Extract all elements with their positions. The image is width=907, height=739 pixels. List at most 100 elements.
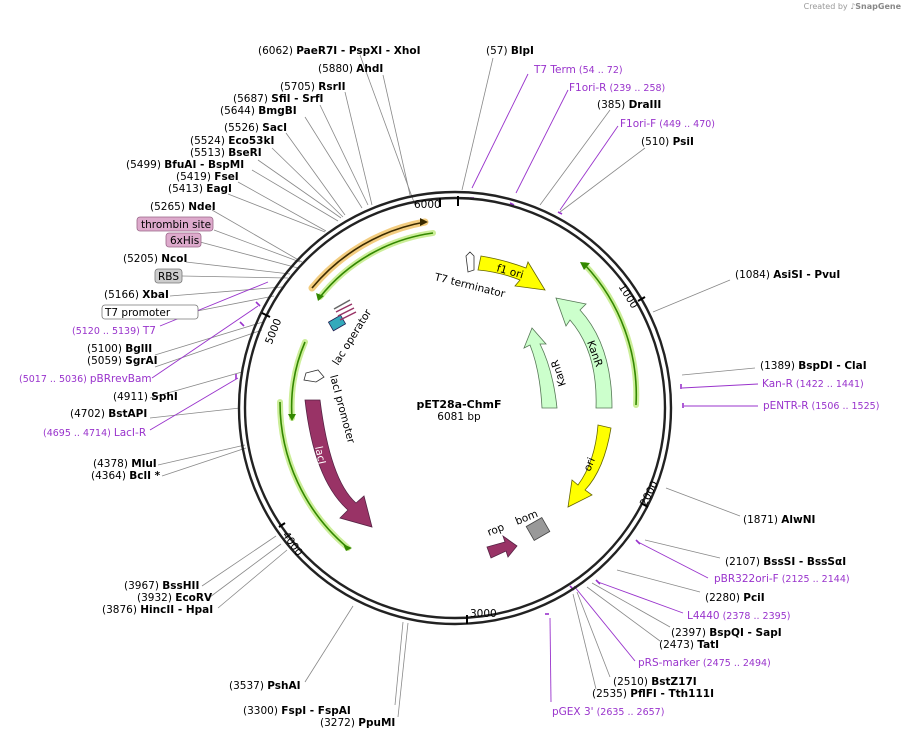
primer-8: pBR322ori-F (2125 .. 2144): [714, 573, 850, 585]
site-12: (5419) FseI: [176, 171, 239, 183]
restriction-site-labels: (6062) PaeR7I - PspXI - XhoI(57) BlpI(58…: [70, 45, 867, 729]
primer-range: (1506 .. 1525): [809, 401, 880, 412]
primer-leader-pbr322ori-f: [637, 541, 709, 579]
site-33: (2510) BstZ17I: [613, 676, 697, 688]
leader-bsshii: [201, 535, 277, 587]
primer-range: (2635 .. 2657): [594, 707, 665, 718]
primer-10: pRS-marker (2475 .. 2494): [638, 657, 771, 669]
site-name: BspQI: [709, 627, 744, 639]
primer-range: (449 .. 470): [656, 119, 715, 130]
site-name: BssHII: [162, 580, 199, 592]
leader-alwni: [665, 487, 741, 517]
site-position: (4364): [91, 470, 129, 482]
snapgene-credit: Created by ♪SnapGene: [804, 2, 901, 11]
site-20: (1389) BspDI - ClaI: [760, 360, 867, 372]
leader-psii: [559, 147, 646, 213]
primer-name: T7: [142, 325, 156, 337]
site-position: (4378): [93, 458, 131, 470]
site-26: (2107) BssSI - BssSαI: [725, 556, 846, 568]
tick-2000: [640, 502, 649, 508]
site-position: (510): [641, 136, 673, 148]
primer-11: pGEX 3' (2635 .. 2657): [552, 706, 664, 718]
primer-range: (2475 .. 2494): [700, 658, 771, 669]
tick-5000: [261, 312, 271, 318]
leader-rbs: [181, 275, 289, 279]
site-name: AsiSI: [773, 269, 802, 281]
tick-label-1000: 1000: [616, 282, 640, 311]
t7-promoter-box: [101, 304, 199, 320]
leader-pshai: [304, 605, 354, 683]
site-name: PciI: [743, 592, 764, 604]
green-arc-left2: [279, 401, 349, 549]
leader-fspi: [394, 621, 404, 706]
site-8: (5526) SacI: [224, 122, 287, 134]
primer-leader-lines: [149, 73, 759, 703]
primer-name: pENTR-R: [763, 400, 809, 412]
site-isoschizomer: - PvuI: [803, 269, 841, 281]
green-arc-right-head: [580, 262, 590, 270]
primer-name: T7 Term: [533, 64, 576, 76]
green-arc-left2-head: [343, 544, 352, 551]
site-isoschizomer: - BssSαI: [795, 556, 846, 568]
site-name: DraIII: [629, 99, 662, 111]
green-arc-right: [584, 264, 638, 406]
leader-ppumi: [397, 622, 409, 718]
site-position: (5265): [150, 201, 188, 213]
site-position: (5524): [190, 135, 228, 147]
primer-range: (239 .. 258): [606, 83, 665, 94]
leader-fsei: [237, 181, 327, 232]
site-name: SfiI: [271, 93, 290, 105]
site-position: (6062): [258, 45, 296, 57]
site-position: (2535): [592, 688, 630, 700]
site-position: (1084): [735, 269, 773, 281]
site-isoschizomer: - PspXI: [337, 45, 382, 57]
site-position: (385): [597, 99, 629, 111]
plasmid-name: pET28a-ChmF: [416, 398, 501, 411]
backbone-outer-strand: [237, 190, 673, 626]
site-34: (2535) PflFI - Tth111I: [592, 688, 714, 700]
leader-eco53ki: [271, 147, 344, 218]
site-name: BfuAI: [164, 159, 196, 171]
primer-0: T7 Term (54 .. 72): [533, 64, 623, 76]
rbs-label: RBS: [158, 271, 179, 283]
laci-promoter-label: lacI promoter: [327, 374, 357, 446]
f1-ori-label: f1 ori: [495, 262, 525, 281]
site-28: (3932) EcoRV: [137, 592, 213, 604]
primer-marks: [235, 197, 684, 615]
site-name: AlwNI: [781, 514, 815, 526]
site-31: (2397) BspQI - SapI: [671, 627, 782, 639]
site-37: (3272) PpuMI: [320, 717, 395, 729]
site-name: BspDI: [798, 360, 832, 372]
site-position: (5526): [224, 122, 262, 134]
leader-ahdi: [382, 74, 411, 196]
site-0: (6062) PaeR7I - PspXI - XhoI: [258, 45, 421, 57]
thrombin-label: thrombin site: [141, 219, 211, 231]
tick-label-3000: 3000: [470, 608, 497, 620]
primer-labels: T7 Term (54 .. 72) F1ori-R (239 .. 258) F1…: [19, 64, 879, 718]
leader-bstz17i: [576, 591, 611, 678]
site-name: PsiI: [673, 136, 694, 148]
site-position: (1871): [743, 514, 781, 526]
t7-promoter-label: T7 promoter: [104, 307, 171, 319]
site-name: BglII: [125, 343, 152, 355]
lac-operator-box: [327, 314, 347, 332]
primer-name: F1ori-R: [569, 82, 606, 94]
primer-name: F1ori-F: [620, 118, 656, 130]
kanr-inner-arrow: [523, 327, 558, 409]
thrombin-box: [136, 216, 214, 232]
leader-tati: [586, 586, 661, 642]
tick-1000: [637, 296, 646, 302]
tick-label-4000: 4000: [280, 530, 305, 559]
primer-2: F1ori-F (449 .. 470): [620, 118, 715, 130]
primer-leader-prs-marker: [573, 585, 636, 662]
site-9: (5524) Eco53kI: [190, 135, 274, 147]
primer-leader-f1ori-r: [515, 89, 569, 194]
site-16: (5166) XbaI: [104, 289, 169, 301]
site-position: (5687): [233, 93, 271, 105]
site-11: (5499) BfuAI - BspMI: [126, 159, 244, 171]
site-position: (5100): [87, 343, 125, 355]
lac-operator-label: lac operator: [330, 307, 374, 368]
primer-leader-f1ori-f: [559, 125, 619, 211]
site-4: (5687) SfiI - SrfI: [233, 93, 323, 105]
